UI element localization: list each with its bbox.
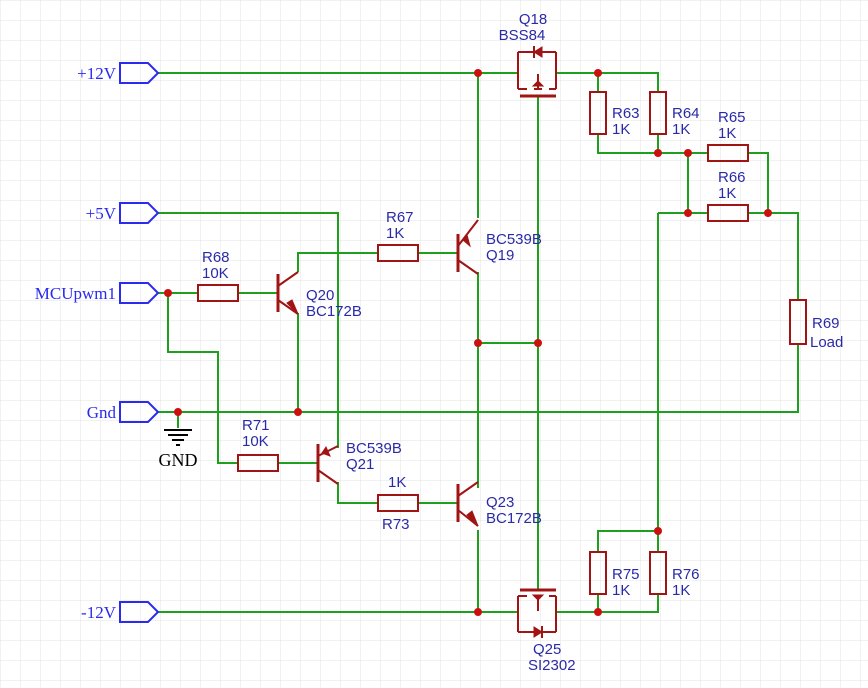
- port-label-pwm: MCUpwm1: [35, 284, 116, 303]
- r64-ref: R64: [672, 105, 700, 122]
- ground-symbol: [164, 429, 192, 446]
- wire-r75-r76-top: [597, 530, 659, 552]
- resistor-r67: [377, 244, 419, 262]
- transistor-q21: [316, 444, 339, 485]
- junctions: [164, 69, 772, 616]
- resistor-r65: [707, 144, 749, 162]
- port-flag-pwm: [119, 282, 160, 304]
- junction-dot: [764, 209, 772, 217]
- junction-dot: [654, 149, 662, 157]
- resistor-r63: [589, 91, 607, 135]
- port-label-p12: +12V: [77, 64, 117, 83]
- r75-value: 1K: [612, 582, 630, 599]
- junction-dot: [294, 408, 302, 416]
- q21-ref: Q21: [346, 456, 374, 473]
- port-label-gnd: Gnd: [87, 403, 117, 422]
- junction-dot: [534, 339, 542, 347]
- r71-value: 10K: [242, 433, 269, 450]
- components: [197, 46, 807, 638]
- mosfet-q18: [517, 46, 557, 98]
- junction-dot: [684, 209, 692, 217]
- port-label-m12: -12V: [81, 603, 117, 622]
- r65-value: 1K: [718, 125, 736, 142]
- wire-q25-drain: [556, 594, 659, 613]
- r69-ref: R69: [812, 315, 840, 332]
- q25-part: SI2302: [528, 657, 576, 674]
- junction-dot: [174, 408, 182, 416]
- r65-ref: R65: [718, 109, 746, 126]
- r67-ref: R67: [386, 209, 414, 226]
- wire-pwm-r71: [167, 293, 238, 464]
- wires: [158, 72, 799, 613]
- r71-ref: R71: [242, 417, 270, 434]
- resistor-r73: [377, 494, 419, 512]
- r66-value: 1K: [718, 185, 736, 202]
- junction-dot: [594, 69, 602, 77]
- r67-value: 1K: [386, 225, 404, 242]
- junction-dot: [474, 608, 482, 616]
- wire-q21-collector: [337, 482, 378, 504]
- q19-part: BC539B: [486, 231, 542, 248]
- q23-part: BC172B: [486, 510, 542, 527]
- q18-ref: Q18: [519, 11, 547, 28]
- mosfet-q25: [517, 588, 557, 638]
- junction-dot: [684, 149, 692, 157]
- port-flag-p5: [119, 202, 160, 224]
- r66-ref: R66: [718, 169, 746, 186]
- r73-value: 1K: [388, 474, 406, 491]
- resistor-r76: [649, 551, 667, 595]
- wire-r63-bottom: [597, 134, 658, 154]
- wire-q18-drain: [556, 72, 659, 92]
- q21-part: BC539B: [346, 440, 402, 457]
- r76-value: 1K: [672, 582, 690, 599]
- junction-dot: [474, 339, 482, 347]
- port-flags: [119, 62, 160, 623]
- r76-ref: R76: [672, 566, 700, 583]
- wire-load-gnd: [158, 344, 799, 413]
- port-flag-m12: [119, 601, 160, 623]
- q20-ref: Q20: [306, 287, 334, 304]
- wire-p5: [158, 212, 339, 448]
- ground-label: GND: [159, 450, 198, 470]
- transistor-q23: [456, 481, 479, 527]
- q23-ref: Q23: [486, 494, 514, 511]
- r68-ref: R68: [202, 249, 230, 266]
- resistor-r71: [237, 454, 279, 472]
- port-flag-gnd: [119, 401, 160, 423]
- junction-dot: [594, 608, 602, 616]
- resistor-r69: [789, 299, 807, 345]
- q20-part: BC172B: [306, 303, 362, 320]
- wire-r65-right: [748, 152, 769, 213]
- r69-value: Load: [810, 334, 843, 351]
- port-flag-p12: [119, 62, 160, 84]
- q25-ref: Q25: [533, 641, 561, 658]
- r73-ref: R73: [382, 516, 410, 533]
- r63-value: 1K: [612, 121, 630, 138]
- resistor-r64: [649, 91, 667, 135]
- r63-ref: R63: [612, 105, 640, 122]
- transistor-q19: [456, 219, 479, 275]
- q19-ref: Q19: [486, 247, 514, 264]
- junction-dot: [164, 289, 172, 297]
- q18-part: BSS84: [499, 27, 546, 44]
- junction-dot: [474, 69, 482, 77]
- junction-dot: [654, 527, 662, 535]
- resistor-r75: [589, 551, 607, 595]
- r64-value: 1K: [672, 121, 690, 138]
- wire-q20-collector: [297, 252, 378, 272]
- port-label-p5: +5V: [86, 204, 117, 223]
- transistor-q20: [276, 271, 299, 315]
- r68-value: 10K: [202, 265, 229, 282]
- resistor-r66: [707, 204, 749, 222]
- resistor-r68: [197, 284, 239, 302]
- r75-ref: R75: [612, 566, 640, 583]
